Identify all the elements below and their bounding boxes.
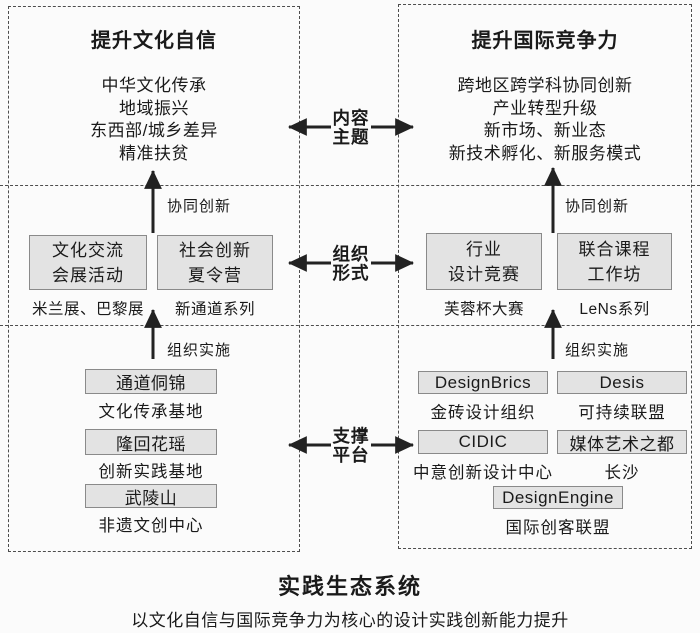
platform-caption: 可持续联盟 (578, 404, 666, 422)
org-box-line: 会展活动 (52, 265, 124, 285)
theme-line: 产业转型升级 (492, 98, 598, 118)
platform-caption: 文化传承基地 (98, 403, 204, 421)
platform-box-desis: Desis (557, 371, 687, 394)
connector-line: 支撑 (332, 426, 370, 446)
right-panel-title: 提升国际竞争力 (471, 30, 619, 52)
theme-line: 精准扶贫 (119, 143, 189, 163)
org-box-line: 夏令营 (188, 265, 242, 285)
platform-caption: 中意创新设计中心 (413, 464, 553, 482)
org-box-line: 行业 (466, 239, 502, 259)
theme-line: 跨地区跨学科协同创新 (457, 76, 633, 95)
org-box-caption: 芙蓉杯大赛 (443, 301, 524, 318)
theme-line: 新市场、新业态 (483, 121, 607, 140)
org-box-line: 工作坊 (587, 264, 642, 284)
org-box-line: 设计竞赛 (448, 264, 520, 284)
right-synergy-arrow-label: 协同创新 (565, 198, 630, 215)
section-divider-bottom (0, 325, 700, 326)
theme-line: 东西部/城乡差异 (90, 121, 218, 140)
platform-box-designengine: DesignEngine (493, 486, 623, 509)
cultural-confidence-panel (8, 6, 300, 552)
platform-caption: 非遗文创中心 (98, 517, 204, 535)
platform-caption: 国际创客联盟 (505, 519, 611, 537)
platform-box-designbrics: DesignBrics (418, 371, 548, 394)
theme-line: 地域振兴 (119, 98, 189, 118)
connector-label-support-platform: 支撑 平台 (321, 427, 381, 465)
platform-caption: 创新实践基地 (98, 463, 204, 481)
international-competitiveness-panel (398, 4, 692, 549)
theme-line: 新技术孵化、新服务模式 (448, 143, 642, 163)
platform-box-wulingshan: 武陵山 (85, 484, 217, 508)
left-implement-arrow-label: 组织实施 (167, 342, 232, 359)
org-box-culture-exchange: 文化交流 会展活动 (29, 235, 147, 290)
org-box-caption: LeNs系列 (579, 301, 650, 318)
platform-box-media-arts-city: 媒体艺术之都 (557, 430, 687, 454)
left-theme-list: 中华文化传承 地域振兴 东西部/城乡差异 精准扶贫 (8, 75, 300, 165)
connector-label-content-theme: 内容 主题 (321, 109, 381, 147)
connector-line: 组织 (332, 244, 370, 264)
org-box-caption: 新通道系列 (174, 301, 255, 318)
org-box-joint-course-workshop: 联合课程 工作坊 (557, 233, 672, 290)
org-box-line: 联合课程 (578, 239, 651, 259)
platform-box-cidic: CIDIC (418, 430, 548, 454)
org-box-social-innovation-camp: 社会创新 夏令营 (157, 235, 273, 290)
platform-box-longhui: 隆回花瑶 (85, 429, 217, 455)
diagram-title: 实践生态系统 (277, 574, 422, 599)
org-box-caption: 米兰展、巴黎展 (31, 301, 144, 318)
org-box-design-competition: 行业 设计竞赛 (426, 233, 542, 290)
left-synergy-arrow-label: 协同创新 (167, 198, 232, 215)
connector-line: 主题 (332, 127, 370, 147)
theme-line: 中华文化传承 (101, 76, 207, 95)
left-panel-title: 提升文化自信 (91, 30, 217, 52)
org-box-line: 社会创新 (179, 240, 251, 260)
org-box-line: 文化交流 (52, 240, 124, 260)
connector-line: 形式 (332, 263, 370, 283)
connector-line: 内容 (332, 108, 370, 128)
platform-caption: 长沙 (604, 464, 640, 482)
platform-box-tongdao: 通道侗锦 (85, 369, 217, 394)
platform-caption: 金砖设计组织 (430, 404, 536, 422)
diagram-subtitle: 以文化自信与国际竞争力为核心的设计实践创新能力提升 (131, 611, 569, 630)
connector-line: 平台 (332, 445, 370, 465)
right-implement-arrow-label: 组织实施 (565, 342, 630, 359)
section-divider-top (0, 185, 700, 186)
connector-label-organization-form: 组织 形式 (321, 245, 381, 283)
right-theme-list: 跨地区跨学科协同创新 产业转型升级 新市场、新业态 新技术孵化、新服务模式 (398, 75, 692, 165)
